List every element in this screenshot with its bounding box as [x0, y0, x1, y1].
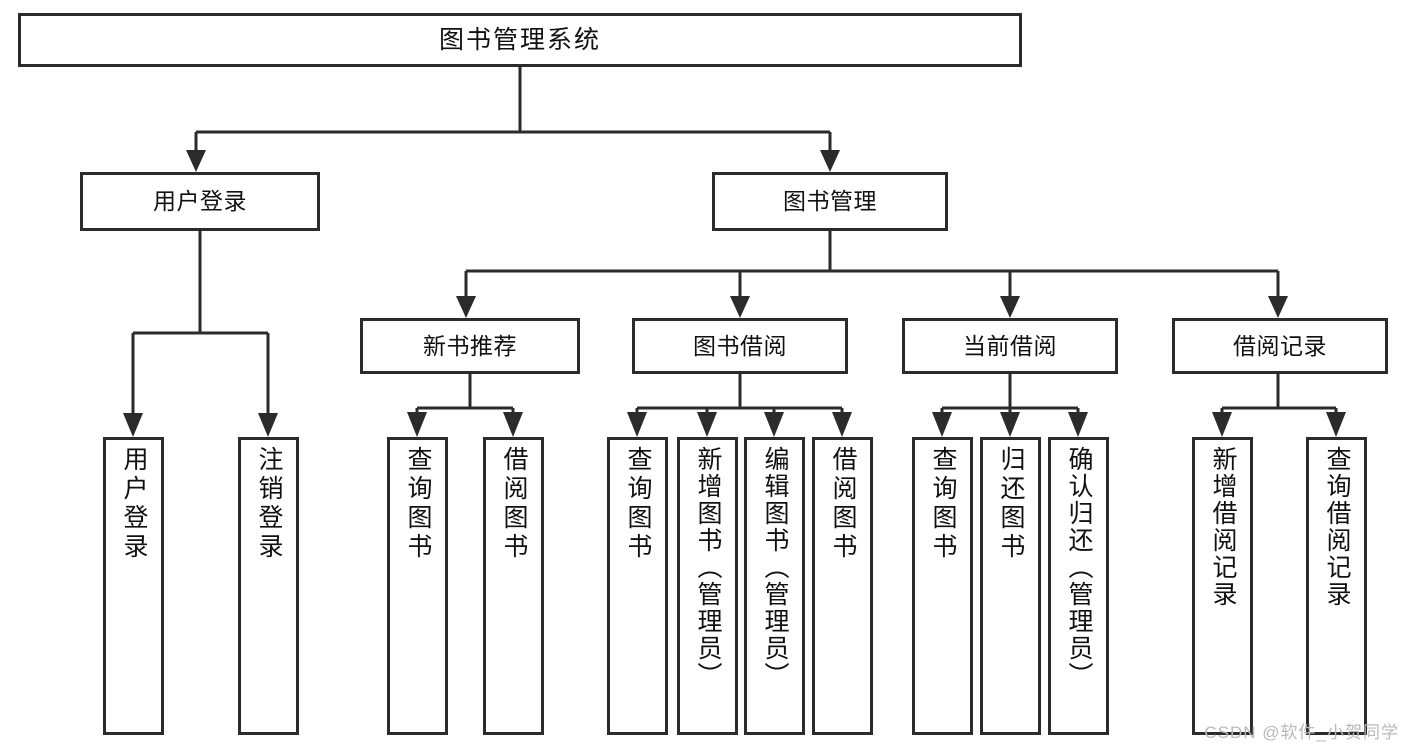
leaf-query-book-recommend[interactable]: 查询图书	[387, 437, 448, 735]
node-label: 新书推荐	[423, 332, 517, 359]
leaf-confirm-return-admin[interactable]: 确认归还（管理员）	[1048, 437, 1109, 735]
leaf-query-borrow-record[interactable]: 查询借阅记录	[1306, 437, 1367, 735]
arrow-root-to-book	[820, 150, 840, 172]
node-label: 查询图书	[624, 446, 652, 562]
leaf-borrow-book-recommend[interactable]: 借阅图书	[483, 437, 544, 735]
leaf-query-book-current[interactable]: 查询图书	[912, 437, 973, 735]
node-label: 借阅图书	[500, 446, 528, 562]
node-label: 借阅记录	[1233, 332, 1327, 359]
node-label: 确认归还（管理员）	[1065, 446, 1093, 689]
node-label: 注销登录	[255, 446, 283, 562]
node-label: 归还图书	[997, 446, 1025, 562]
arrow-borrow-to-leaf3	[764, 412, 784, 437]
leaf-add-book-admin[interactable]: 新增图书（管理员）	[677, 437, 738, 735]
node-current-borrow[interactable]: 当前借阅	[902, 318, 1118, 374]
node-label: 用户登录	[153, 188, 247, 215]
node-root-book-management-system[interactable]: 图书管理系统	[18, 13, 1022, 67]
arrow-current-to-leaf2	[1000, 412, 1020, 437]
arrow-current-to-leaf3	[1068, 412, 1088, 437]
node-label: 编辑图书（管理员）	[761, 446, 789, 689]
arrow-current-to-leaf1	[932, 412, 952, 437]
arrow-borrow-to-leaf1	[627, 412, 647, 437]
arrow-user-to-leaf1	[123, 413, 143, 437]
node-new-book-recommend[interactable]: 新书推荐	[360, 318, 580, 374]
arrow-book-to-l2c	[1000, 296, 1020, 318]
arrow-root-to-user	[186, 150, 206, 172]
node-label: 图书借阅	[693, 332, 787, 359]
leaf-return-book[interactable]: 归还图书	[980, 437, 1041, 735]
node-label: 借阅图书	[829, 446, 857, 562]
node-label: 查询图书	[929, 446, 957, 562]
arrow-book-to-l2b	[730, 296, 750, 318]
arrow-record-to-leaf1	[1212, 412, 1232, 437]
node-label: 用户登录	[120, 446, 148, 562]
node-user-login[interactable]: 用户登录	[80, 172, 320, 231]
node-label: 图书管理系统	[438, 25, 601, 54]
arrow-recommend-to-leaf1	[407, 412, 427, 437]
arrow-book-to-l2d	[1268, 296, 1288, 318]
leaf-query-book-borrow[interactable]: 查询图书	[607, 437, 668, 735]
node-label: 新增借阅记录	[1209, 446, 1237, 608]
leaf-edit-book-admin[interactable]: 编辑图书（管理员）	[744, 437, 805, 735]
node-label: 查询图书	[404, 446, 432, 562]
node-borrow-record[interactable]: 借阅记录	[1172, 318, 1388, 374]
node-label: 当前借阅	[963, 332, 1057, 359]
arrow-recommend-to-leaf2	[503, 412, 523, 437]
arrow-record-to-leaf2	[1326, 412, 1346, 437]
node-label: 图书管理	[783, 188, 877, 215]
leaf-add-borrow-record[interactable]: 新增借阅记录	[1192, 437, 1253, 735]
node-book-borrow[interactable]: 图书借阅	[632, 318, 848, 374]
leaf-user-login[interactable]: 用户登录	[103, 437, 164, 735]
node-book-management[interactable]: 图书管理	[712, 172, 948, 231]
leaf-borrow-book[interactable]: 借阅图书	[812, 437, 873, 735]
node-label: 新增图书（管理员）	[694, 446, 722, 689]
leaf-logout[interactable]: 注销登录	[238, 437, 299, 735]
arrow-borrow-to-leaf2	[697, 412, 717, 437]
arrow-user-to-leaf2	[258, 413, 278, 437]
arrow-book-to-l2a	[456, 296, 476, 318]
node-label: 查询借阅记录	[1323, 446, 1351, 608]
arrow-borrow-to-leaf4	[832, 412, 852, 437]
